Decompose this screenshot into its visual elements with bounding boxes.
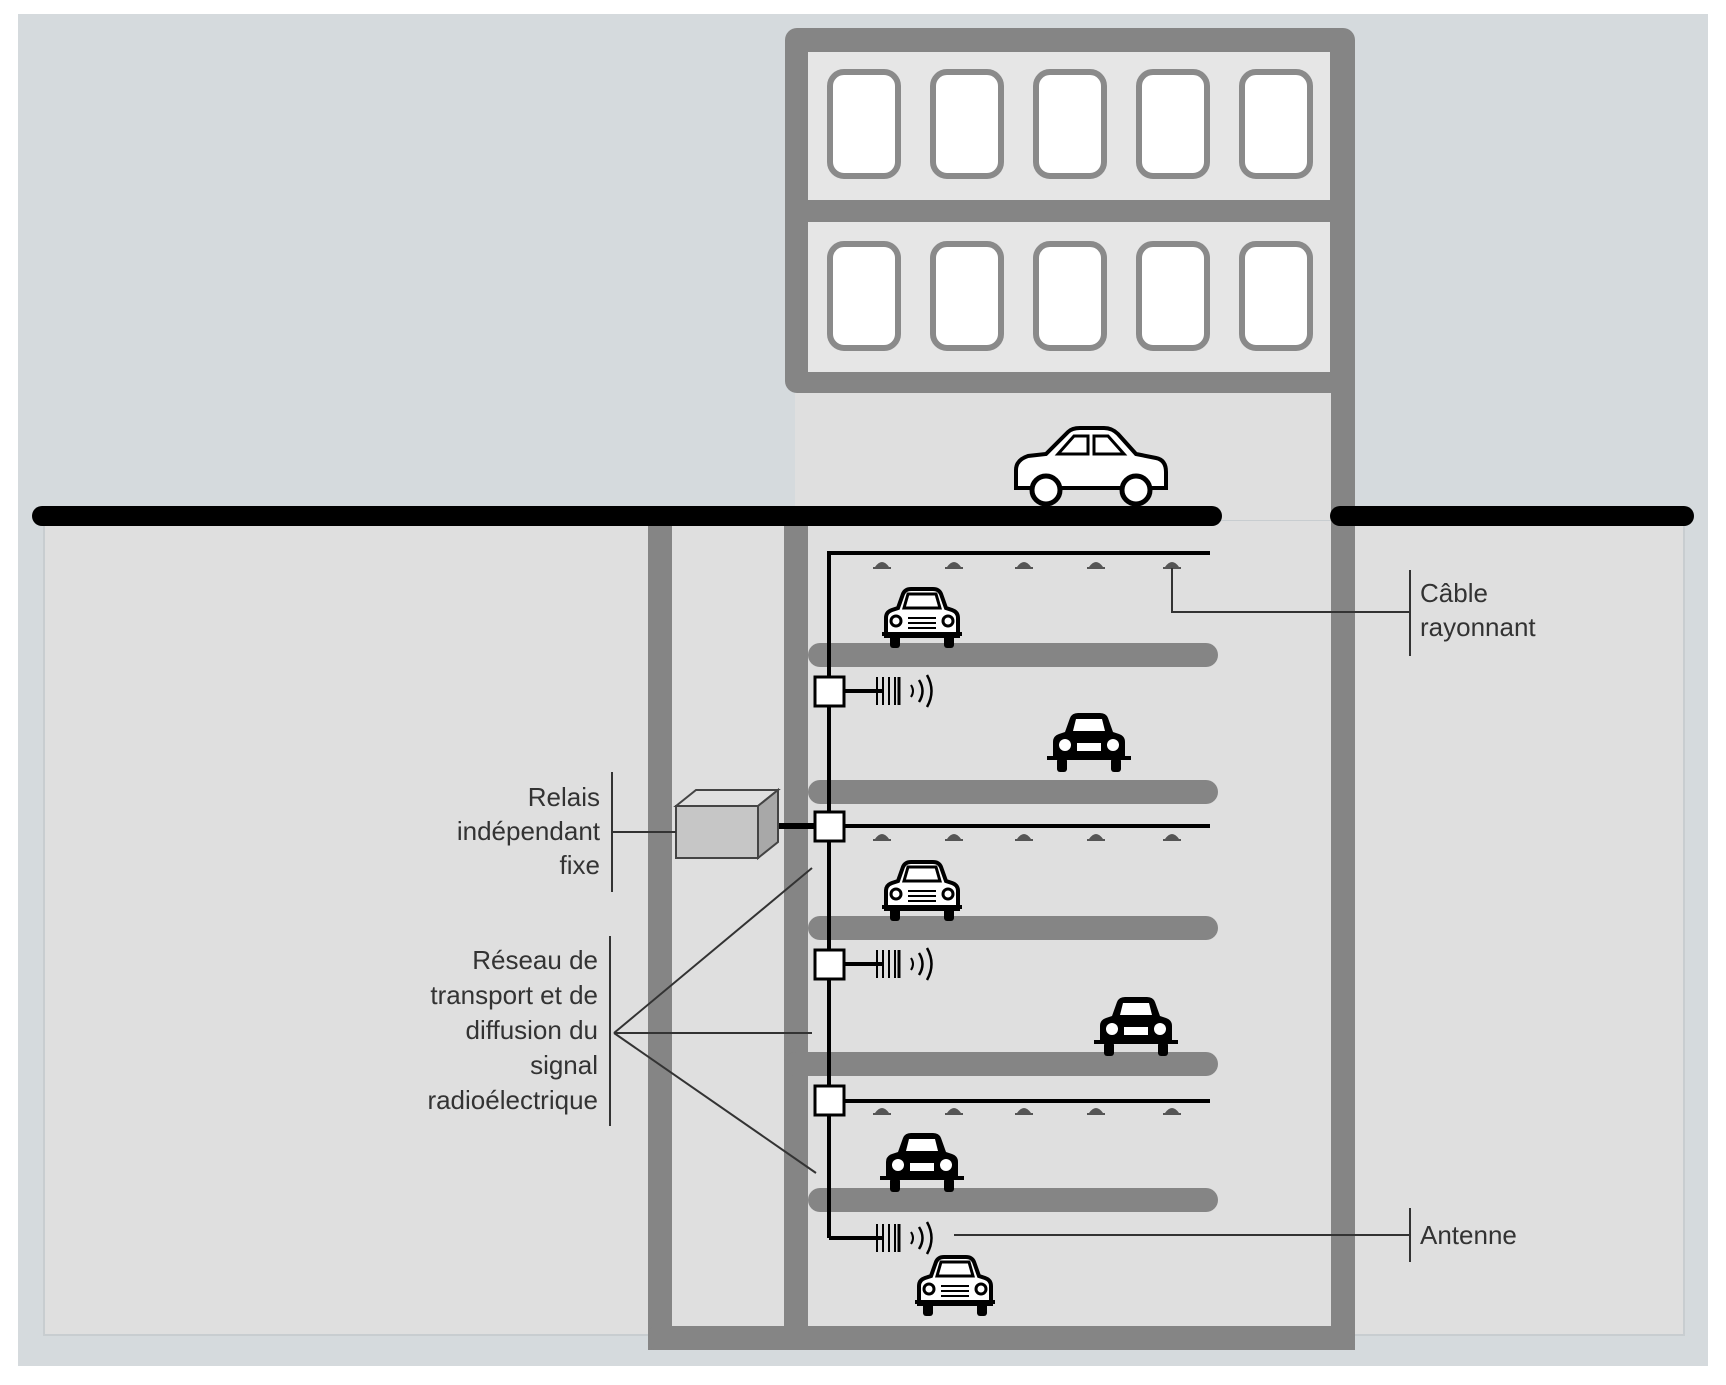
parking-floor-slab <box>808 780 1218 804</box>
radiating-cable-icon <box>842 824 1210 841</box>
label-cable-rayonnant-line1: Câble <box>1420 578 1488 608</box>
building-window-icon <box>1036 72 1104 176</box>
splitter-node-icon <box>813 1084 846 1117</box>
label-antenne: Antenne <box>1420 1220 1517 1250</box>
building-window-icon <box>1242 244 1310 348</box>
building <box>785 28 1355 520</box>
building-window-icon <box>830 72 898 176</box>
label-reseau-line4: signal <box>530 1050 598 1080</box>
building-window-icon <box>933 72 1001 176</box>
building-window-icon <box>830 244 898 348</box>
parking-floor-slab <box>808 643 1218 667</box>
car-icon <box>1014 426 1168 507</box>
label-reseau-line1: Réseau de <box>472 945 598 975</box>
label-relais-line3: fixe <box>560 850 600 880</box>
building-window-icon <box>933 244 1001 348</box>
building-window-icon <box>1242 72 1310 176</box>
label-cable-rayonnant-line2: rayonnant <box>1420 612 1536 642</box>
label-relais-line1: Relais <box>528 782 600 812</box>
label-reseau-line2: transport et de <box>430 980 598 1010</box>
callout-reseau: Réseau de transport et de diffusion du s… <box>427 867 817 1174</box>
parking-floor-slab <box>808 1188 1218 1212</box>
building-window-icon <box>1036 244 1104 348</box>
splitter-node-icon <box>813 948 846 981</box>
building-window-icon <box>1139 244 1207 348</box>
radiating-cable-icon <box>842 1099 1210 1115</box>
callout-relais: Relais indépendant fixe <box>457 772 676 892</box>
splitter-node-icon <box>813 675 846 708</box>
splitter-node-icon <box>813 810 846 843</box>
label-reseau-line5: radioélectrique <box>427 1085 598 1115</box>
radiating-cable-icon <box>827 551 1210 569</box>
callout-antenne: Antenne <box>954 1208 1517 1262</box>
parking-floor-slab <box>808 916 1218 940</box>
underground-parking <box>648 520 1355 1350</box>
callout-cable-rayonnant: Câble rayonnant <box>1171 568 1536 656</box>
label-reseau-line3: diffusion du <box>465 1015 598 1045</box>
building-window-icon <box>1139 72 1207 176</box>
label-relais-line2: indépendant <box>457 816 601 846</box>
parking-floor-slab <box>784 1052 1218 1076</box>
